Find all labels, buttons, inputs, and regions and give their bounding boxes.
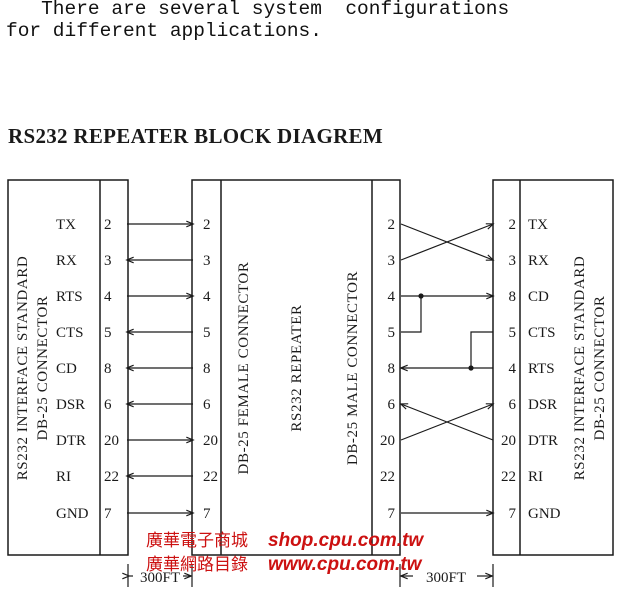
left-cable-length: 300FT [140, 570, 180, 586]
repeater-label: RS232 REPEATER [289, 304, 305, 431]
right-signal-label: CD [528, 289, 549, 305]
female-pin-number: 4 [203, 289, 211, 305]
left-signal-label: CD [56, 361, 77, 377]
left-signal-label: DSR [56, 397, 85, 413]
right-pin-number: 2 [509, 217, 517, 233]
left-signal-label: RX [56, 253, 77, 269]
right-pin-number: 5 [509, 325, 517, 341]
intro-text: There are several system configurations … [6, 0, 509, 42]
female-pin-number: 5 [203, 325, 211, 341]
male-pin-number: 22 [380, 469, 395, 485]
male-pin-number: 5 [388, 325, 396, 341]
right-crossover-wire [401, 404, 494, 441]
left-pin-number: 8 [104, 361, 112, 377]
left-pin-number: 7 [104, 506, 112, 522]
right-loop-wire [470, 331, 493, 368]
watermark-line1-url: shop.cpu.com.tw [268, 530, 424, 551]
right-junction-dot [418, 293, 424, 299]
left-pin-number: 5 [104, 325, 112, 341]
right-device-label-line1: RS232 INTERFACE STANDARD [572, 256, 588, 481]
left-signal-label: TX [56, 217, 76, 233]
right-pin-number: 4 [509, 361, 517, 377]
female-connector-label: DB-25 FEMALE CONNECTOR [236, 262, 252, 475]
right-loop-wire [401, 296, 422, 333]
female-pin-number: 20 [203, 433, 218, 449]
right-signal-label: GND [528, 506, 561, 522]
wiring [127, 224, 493, 513]
female-pin-number: 2 [203, 217, 211, 233]
male-pin-number: 20 [380, 433, 395, 449]
right-crossover-wire [400, 224, 493, 261]
left-pin-number: 6 [104, 397, 112, 413]
male-pin-number: 2 [388, 217, 396, 233]
male-pin-number: 4 [388, 289, 396, 305]
watermark-line2-url: www.cpu.com.tw [268, 554, 423, 575]
left-pin-number: 20 [104, 433, 119, 449]
right-pin-number: 6 [509, 397, 517, 413]
left-pin-number: 3 [104, 253, 112, 269]
right-signal-label: RI [528, 469, 543, 485]
right-signal-label: DSR [528, 397, 557, 413]
intro-line-1: There are several system configurations [6, 0, 510, 20]
right-junction-dot [468, 365, 474, 371]
right-signal-label: RX [528, 253, 549, 269]
female-pin-number: 7 [203, 506, 211, 522]
left-pin-number: 2 [104, 217, 112, 233]
left-signal-label: RI [56, 469, 71, 485]
right-cable-length: 300FT [426, 570, 466, 586]
female-pin-number: 6 [203, 397, 211, 413]
intro-line-2: for different applications. [6, 20, 322, 42]
left-signal-label: RTS [56, 289, 83, 305]
watermark-line2-zh: 廣華網路目錄 [146, 555, 248, 575]
right-pin-number: 22 [501, 469, 516, 485]
left-pin-number: 4 [104, 289, 112, 305]
male-pin-number: 7 [388, 506, 396, 522]
right-pin-number: 8 [509, 289, 517, 305]
right-signal-label: CTS [528, 325, 556, 341]
male-pin-number: 3 [388, 253, 396, 269]
watermark-line1-zh: 廣華電子商城 [146, 531, 248, 551]
right-pin-number: 7 [509, 506, 517, 522]
male-connector-label: DB-25 MALE CONNECTOR [345, 271, 361, 465]
male-pin-number: 8 [388, 361, 396, 377]
right-pin-number: 20 [501, 433, 516, 449]
left-signal-label: GND [56, 506, 89, 522]
left-device-label-line1: RS232 INTERFACE STANDARD [15, 256, 31, 481]
left-pin-number: 22 [104, 469, 119, 485]
female-pin-number: 8 [203, 361, 211, 377]
male-pin-number: 6 [388, 397, 396, 413]
left-cable-dimension [128, 564, 193, 587]
right-signal-label: TX [528, 217, 548, 233]
left-device-label-line2: DB-25 CONNECTOR [35, 296, 51, 441]
female-pin-number: 3 [203, 253, 211, 269]
right-device-label-line2: DB-25 CONNECTOR [592, 296, 608, 441]
left-signal-label: CTS [56, 325, 84, 341]
diagram-title: RS232 REPEATER BLOCK DIAGREM [8, 124, 383, 148]
right-pin-number: 3 [509, 253, 517, 269]
right-signal-label: RTS [528, 361, 555, 377]
right-cable-dimension [399, 564, 494, 587]
female-pin-number: 22 [203, 469, 218, 485]
junction-dots [418, 293, 474, 371]
watermark: 廣華電子商城 shop.cpu.com.tw 廣華網路目錄 www.cpu.co… [146, 530, 424, 575]
left-signal-label: DTR [56, 433, 86, 449]
right-signal-label: DTR [528, 433, 558, 449]
